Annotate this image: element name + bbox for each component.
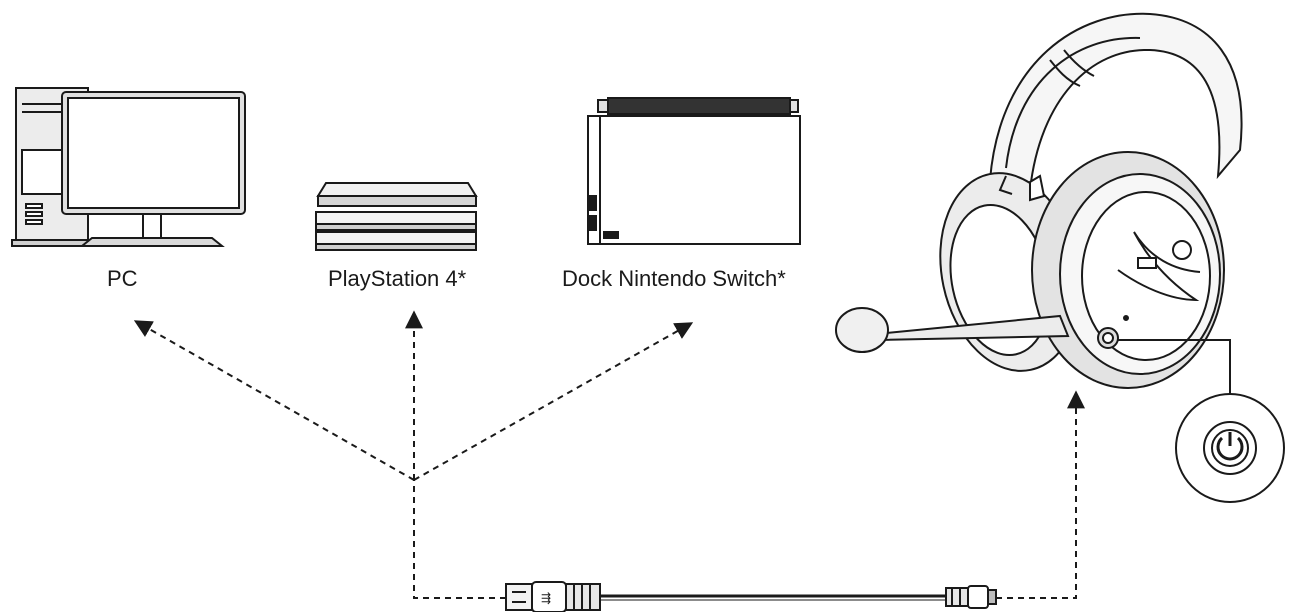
svg-text:⇶: ⇶ xyxy=(541,591,551,605)
path-to-switch xyxy=(413,322,694,481)
nintendo-switch-dock-icon xyxy=(587,97,801,245)
path-to-pc xyxy=(133,320,415,481)
connection-lines xyxy=(133,310,1085,599)
playstation-4-console-icon xyxy=(315,182,478,251)
pc-icon xyxy=(11,87,246,247)
nintendo-switch-dock-label: Dock Nintendo Switch* xyxy=(562,266,786,291)
path-cable-to-headset xyxy=(996,390,1085,599)
gaming-headset-icon xyxy=(835,12,1243,389)
path-cable-to-hub xyxy=(413,480,506,599)
playstation-4-label: PlayStation 4* xyxy=(328,266,467,291)
usb-a-to-usb-c-cable-icon: ⇶ xyxy=(505,581,997,612)
pc-label: PC xyxy=(107,266,138,291)
power-button-callout xyxy=(1118,339,1285,503)
